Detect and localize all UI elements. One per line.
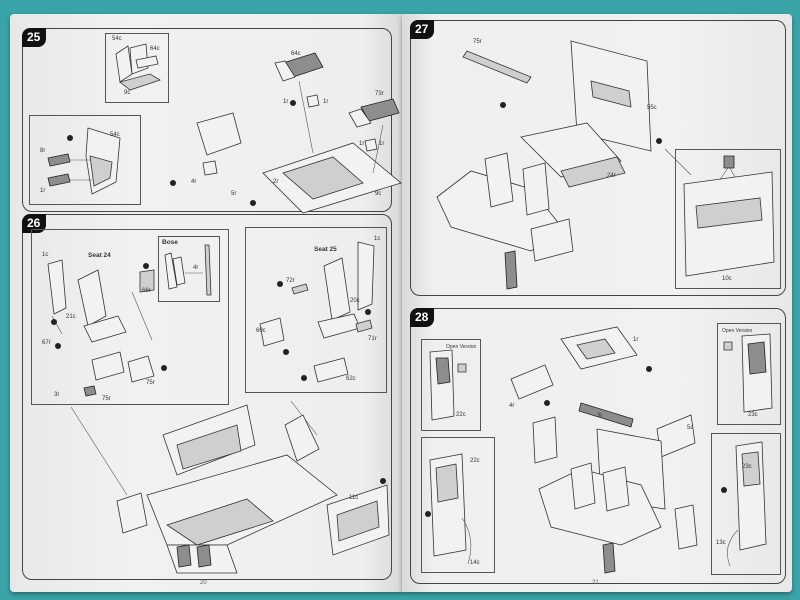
open-version-inset-right: Open Version 23c [717, 323, 781, 425]
part-label: 60c [256, 328, 266, 334]
part-label: 1r [40, 188, 46, 194]
seat-24-box: 1c Seat 24 21c 66r 67r 75r 3r 75r Bose [31, 229, 229, 405]
part-label: 71r [368, 336, 377, 342]
door-illustration-right [721, 441, 767, 567]
page-number: 21 [592, 580, 599, 586]
part-label: 54c [110, 132, 120, 138]
rear-wall-assembly-illustration [436, 40, 692, 290]
part-label: 23c [742, 464, 752, 470]
part-label: 22c [456, 412, 466, 418]
seat-frame-illustration [115, 43, 161, 91]
part-label: 22c [470, 458, 480, 464]
step-number: 26 [22, 214, 47, 233]
part-label: 9c [375, 191, 382, 197]
part-label: 5c [687, 425, 694, 431]
right-page: 27 75r 55c 24r [402, 14, 792, 592]
bracket-illustration [47, 127, 121, 195]
inset-title: Open Version [446, 344, 477, 350]
part-label: 21c [66, 314, 76, 320]
left-page: 25 54c 64c 9c [10, 14, 402, 592]
panel-detail-illustration [683, 155, 775, 277]
part-label: 4r [191, 179, 197, 185]
part-label: 75r [102, 396, 111, 402]
part-label: 55c [647, 105, 657, 111]
part-label: 23c [748, 412, 758, 418]
part-label: 9c [124, 90, 131, 96]
part-label: 2r [273, 179, 279, 185]
detail-inset: 54c 64c 9c [105, 33, 169, 103]
cab-assembly-illustration [70, 400, 390, 574]
part-label: 62c [346, 376, 356, 382]
bose-speaker-illustration [164, 244, 212, 296]
part-label: 1c [374, 236, 381, 242]
part-label: 24r [607, 173, 616, 179]
part-label: 66r [142, 288, 151, 294]
part-label: 64c [291, 51, 301, 57]
part-label: 11c [349, 495, 359, 501]
part-label: Seat 24 [88, 252, 111, 259]
part-label: 10c [722, 276, 732, 282]
door-open-illustration-right [723, 333, 773, 413]
part-label: 54c [112, 36, 122, 42]
part-label: Seat 25 [314, 246, 337, 253]
door-open-illustration [429, 349, 467, 421]
part-label: 75r [146, 380, 155, 386]
part-label: 4r [509, 403, 515, 409]
part-label: 1c [42, 252, 49, 258]
seat-24-illustration [47, 259, 167, 397]
floor-assembly-illustration [170, 52, 402, 214]
step-25-panel: 25 54c 64c 9c [22, 28, 402, 214]
part-label: 4r [193, 265, 199, 271]
part-label: 75r [473, 39, 482, 45]
part-label: 1r [359, 141, 365, 147]
step-number: 27 [410, 20, 435, 39]
inset-title: Open Version [722, 328, 753, 334]
part-label: 64c [150, 46, 160, 52]
door-illustration-left [425, 453, 472, 565]
detail-box: 54c 8r 1r [29, 115, 141, 205]
part-label: 20c [350, 298, 360, 304]
part-label: 8r [40, 148, 46, 154]
step-26-panel: 26 1c Se [22, 214, 392, 580]
step-number: 28 [410, 308, 435, 327]
part-label: 67r [42, 340, 51, 346]
inset-title: Bose [162, 239, 178, 246]
step-number: 25 [22, 28, 47, 47]
open-version-inset-left: Open Version 22c [421, 339, 481, 431]
step-27-panel: 27 75r 55c 24r [410, 20, 786, 296]
seat-25-illustration [259, 241, 375, 383]
part-label: 3r [54, 392, 60, 398]
part-label: 5r [231, 191, 237, 197]
part-label: 73r [375, 91, 384, 97]
part-label: 1r [283, 99, 289, 105]
part-label: 14c [470, 560, 480, 566]
detail-box: 10c [675, 149, 781, 289]
seat-25-box: Seat 25 72r 1c 20c 60c 71r 62c [245, 227, 387, 393]
step-28-panel: 28 Open Version 22c 22c [410, 308, 786, 584]
part-label: 1r [379, 141, 385, 147]
part-label: 72r [286, 278, 295, 284]
bose-inset: Bose 4r [158, 236, 220, 302]
cab-doors-assembly-illustration [510, 326, 698, 574]
door-detail-right: 23c 13c [711, 433, 781, 575]
part-label: 13c [716, 540, 726, 546]
part-label: 3r [597, 413, 603, 419]
page-number: 20 [200, 580, 207, 586]
part-label: 1r [323, 99, 329, 105]
part-label: 1r [633, 337, 639, 343]
door-detail-left: 22c 14c [421, 437, 495, 573]
